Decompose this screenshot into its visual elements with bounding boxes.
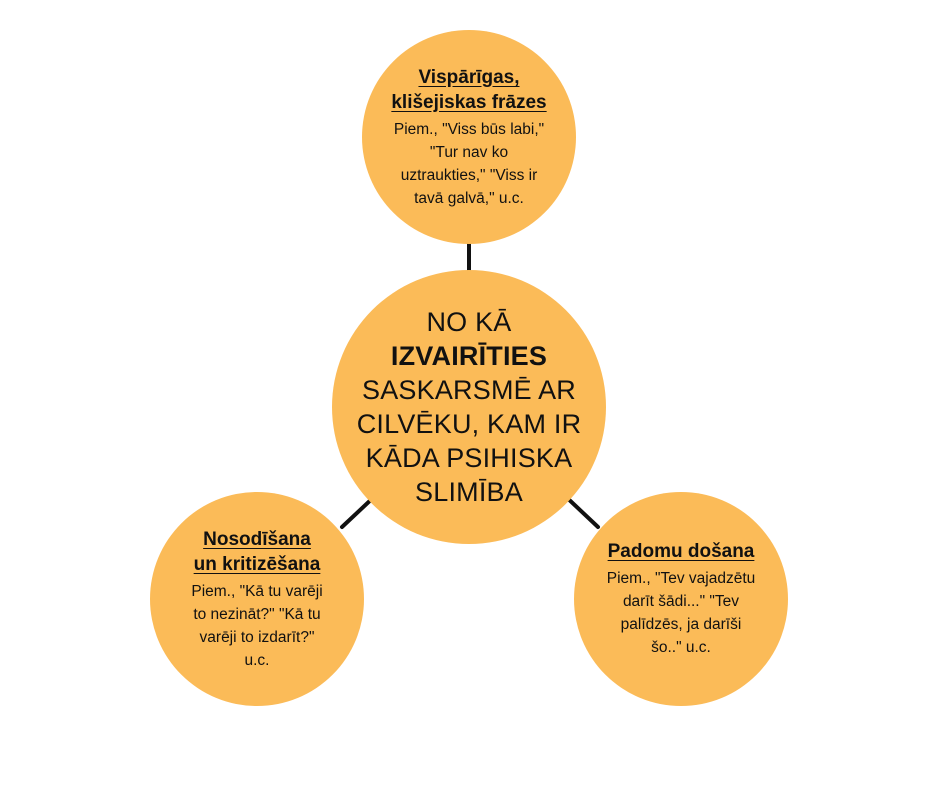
body-line: palīdzēs, ja darīši bbox=[620, 616, 742, 633]
title-line: Vispārīgas, bbox=[418, 66, 520, 88]
circle-condemnation: Nosodīšana un kritizēšana Piem., "Kā tu … bbox=[150, 492, 364, 706]
body-line: varēji to izdarīt?" bbox=[199, 628, 315, 646]
body-line: uztraukties," "Viss ir bbox=[400, 166, 538, 184]
title-line: klišejiskas frāzes bbox=[391, 91, 547, 113]
center-line: CILVĒKU, KAM IR bbox=[356, 409, 582, 439]
body-line: "Tur nav ko bbox=[429, 143, 509, 161]
center-line: SASKARSMĒ AR bbox=[362, 375, 576, 405]
central-topic-circle: NO KĀ IZVAIRĪTIES SASKARSMĒ AR CILVĒKU, … bbox=[332, 270, 606, 544]
condemnation-text: Piem., "Kā tu varēji to nezināt?" "Kā tu… bbox=[191, 580, 322, 672]
advice-giving-text: Piem., "Tev vajadzētu darīt šādi..." "Te… bbox=[607, 567, 756, 659]
center-line: SLIMĪBA bbox=[415, 477, 523, 507]
body-line: to nezināt?" "Kā tu bbox=[193, 605, 321, 623]
circle-advice-giving: Padomu došana Piem., "Tev vajadzētu darī… bbox=[574, 492, 788, 706]
body-line: Piem., "Kā tu varēji bbox=[191, 582, 323, 600]
body-line: Piem., "Viss būs labi," bbox=[393, 120, 545, 138]
center-line: NO KĀ bbox=[426, 307, 512, 337]
title-line: Padomu došana bbox=[607, 541, 755, 562]
general-phrases-title: Vispārīgas, klišejiskas frāzes bbox=[391, 65, 546, 115]
body-line: Piem., "Tev vajadzētu bbox=[606, 570, 756, 587]
title-line: Nosodīšana bbox=[203, 528, 311, 550]
body-line: šo.." u.c. bbox=[651, 639, 711, 656]
center-line: KĀDA PSIHISKA bbox=[365, 443, 573, 473]
advice-giving-title: Padomu došana bbox=[608, 539, 755, 564]
body-line: darīt šādi..." "Tev bbox=[622, 593, 740, 610]
body-line: u.c. bbox=[244, 651, 270, 669]
condemnation-title: Nosodīšana un kritizēšana bbox=[194, 527, 321, 577]
body-line: tavā galvā," u.c. bbox=[414, 189, 524, 207]
general-phrases-text: Piem., "Viss būs labi," "Tur nav ko uztr… bbox=[394, 118, 544, 210]
center-line-emphasis: IZVAIRĪTIES bbox=[390, 341, 548, 371]
title-line: un kritizēšana bbox=[193, 553, 321, 575]
circle-general-phrases: Vispārīgas, klišejiskas frāzes Piem., "V… bbox=[362, 30, 576, 244]
